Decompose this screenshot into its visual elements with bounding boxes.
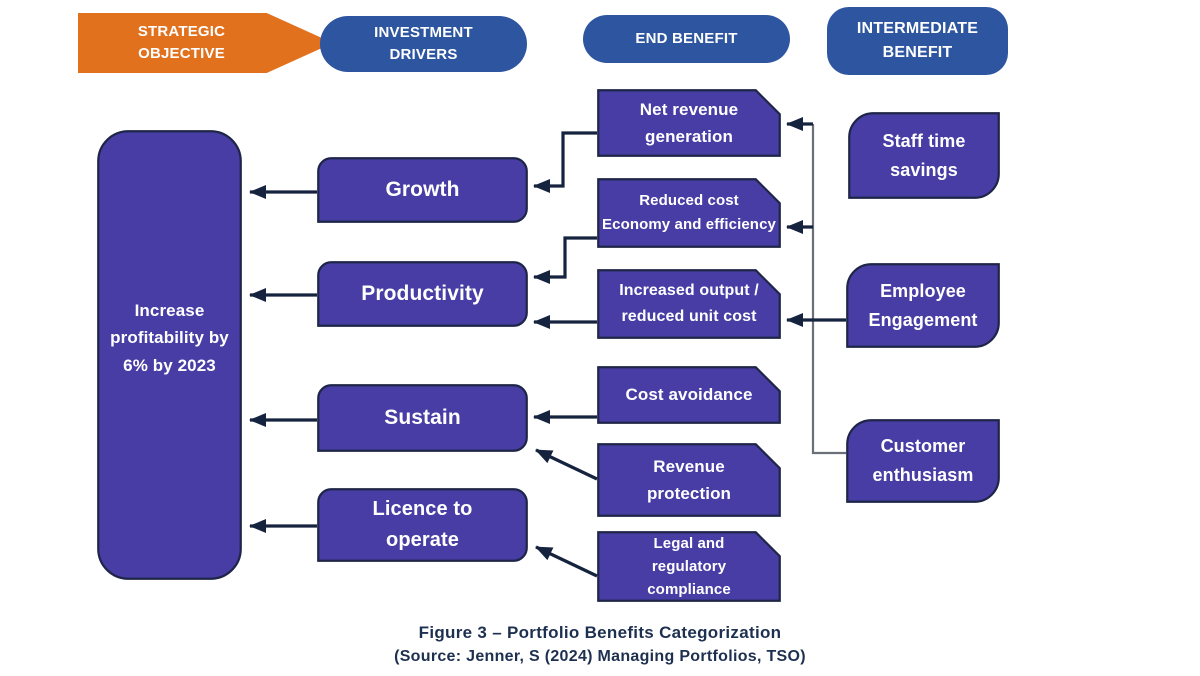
header-intermediate-benefit: INTERMEDIATE BENEFIT — [827, 7, 1008, 75]
node-shape — [597, 366, 781, 424]
header-investment-drivers-label: INVESTMENT DRIVERS — [374, 23, 473, 64]
node-reduced-cost-label: Reduced cost Economy and efficiency — [602, 192, 776, 233]
node-shape — [846, 263, 1000, 348]
node-increased-output-label: Increased output / reduced unit cost — [619, 282, 759, 325]
node-shape — [317, 261, 528, 327]
node-net-revenue-generation: Net revenue generation — [597, 89, 781, 157]
node-customer-enthusiasm: Customer enthusiasm — [846, 419, 1000, 503]
node-legal-regulatory-compliance-label: Legal and regulatory compliance — [647, 534, 731, 599]
node-cost-avoidance: Cost avoidance — [597, 366, 781, 424]
node-shape — [317, 157, 528, 223]
node-sustain-label: Sustain — [384, 406, 461, 430]
arrow-revenue-protection-to-sustain — [535, 448, 598, 481]
node-net-revenue-generation-label: Net revenue generation — [639, 99, 739, 146]
node-shape — [846, 419, 1000, 503]
node-shape — [317, 488, 528, 562]
node-growth: Growth — [317, 157, 528, 223]
node-revenue-protection: Revenue protection — [597, 443, 781, 517]
arrow-legal-to-licence — [535, 545, 598, 578]
figure-source: (Source: Jenner, S (2024) Managing Portf… — [394, 648, 806, 665]
node-shape — [597, 531, 781, 602]
node-growth-label: Growth — [385, 178, 460, 202]
node-employee-engagement-label: Employee Engagement — [868, 280, 978, 330]
node-staff-time-savings-label: Staff time savings — [882, 130, 966, 180]
node-productivity-label: Productivity — [361, 282, 484, 306]
node-licence-to-operate-label: Licence to operate — [372, 498, 473, 551]
header-investment-drivers: INVESTMENT DRIVERS — [320, 16, 527, 72]
arrow-reduced-cost-to-productivity — [533, 236, 597, 284]
node-revenue-protection-label: Revenue protection — [646, 456, 732, 503]
node-productivity: Productivity — [317, 261, 528, 327]
node-reduced-cost: Reduced cost Economy and efficiency — [597, 178, 781, 248]
node-strategic-objective: Increase profitability by 6% by 2023 — [97, 130, 242, 580]
figure-caption: Figure 3 – Portfolio Benefits Categoriza… — [418, 623, 782, 642]
node-shape — [317, 384, 528, 452]
node-shape — [597, 89, 781, 157]
node-increased-output: Increased output / reduced unit cost — [597, 269, 781, 339]
node-shape — [597, 269, 781, 339]
node-licence-to-operate: Licence to operate — [317, 488, 528, 562]
node-shape — [848, 112, 1000, 199]
header-strategic-objective-label: STRATEGIC OBJECTIVE — [137, 22, 226, 63]
node-staff-time-savings: Staff time savings — [848, 112, 1000, 199]
header-intermediate-benefit-label: INTERMEDIATE BENEFIT — [856, 20, 979, 61]
node-sustain: Sustain — [317, 384, 528, 452]
node-shape — [597, 178, 781, 248]
node-shape — [597, 443, 781, 517]
node-strategic-objective-label: Increase profitability by 6% by 2023 — [110, 301, 229, 375]
node-employee-engagement: Employee Engagement — [846, 263, 1000, 348]
arrow-net-revenue-to-growth — [533, 131, 597, 193]
node-cost-avoidance-label: Cost avoidance — [625, 385, 753, 405]
node-legal-regulatory-compliance: Legal and regulatory compliance — [597, 531, 781, 602]
node-shape — [97, 130, 242, 580]
header-strategic-objective: STRATEGIC OBJECTIVE — [78, 13, 333, 73]
node-customer-enthusiasm-label: Customer enthusiasm — [872, 436, 974, 485]
header-end-benefit: END BENEFIT — [583, 15, 790, 63]
link-customer-enthusiasm-trunk — [811, 124, 846, 455]
header-end-benefit-label: END BENEFIT — [635, 29, 738, 47]
